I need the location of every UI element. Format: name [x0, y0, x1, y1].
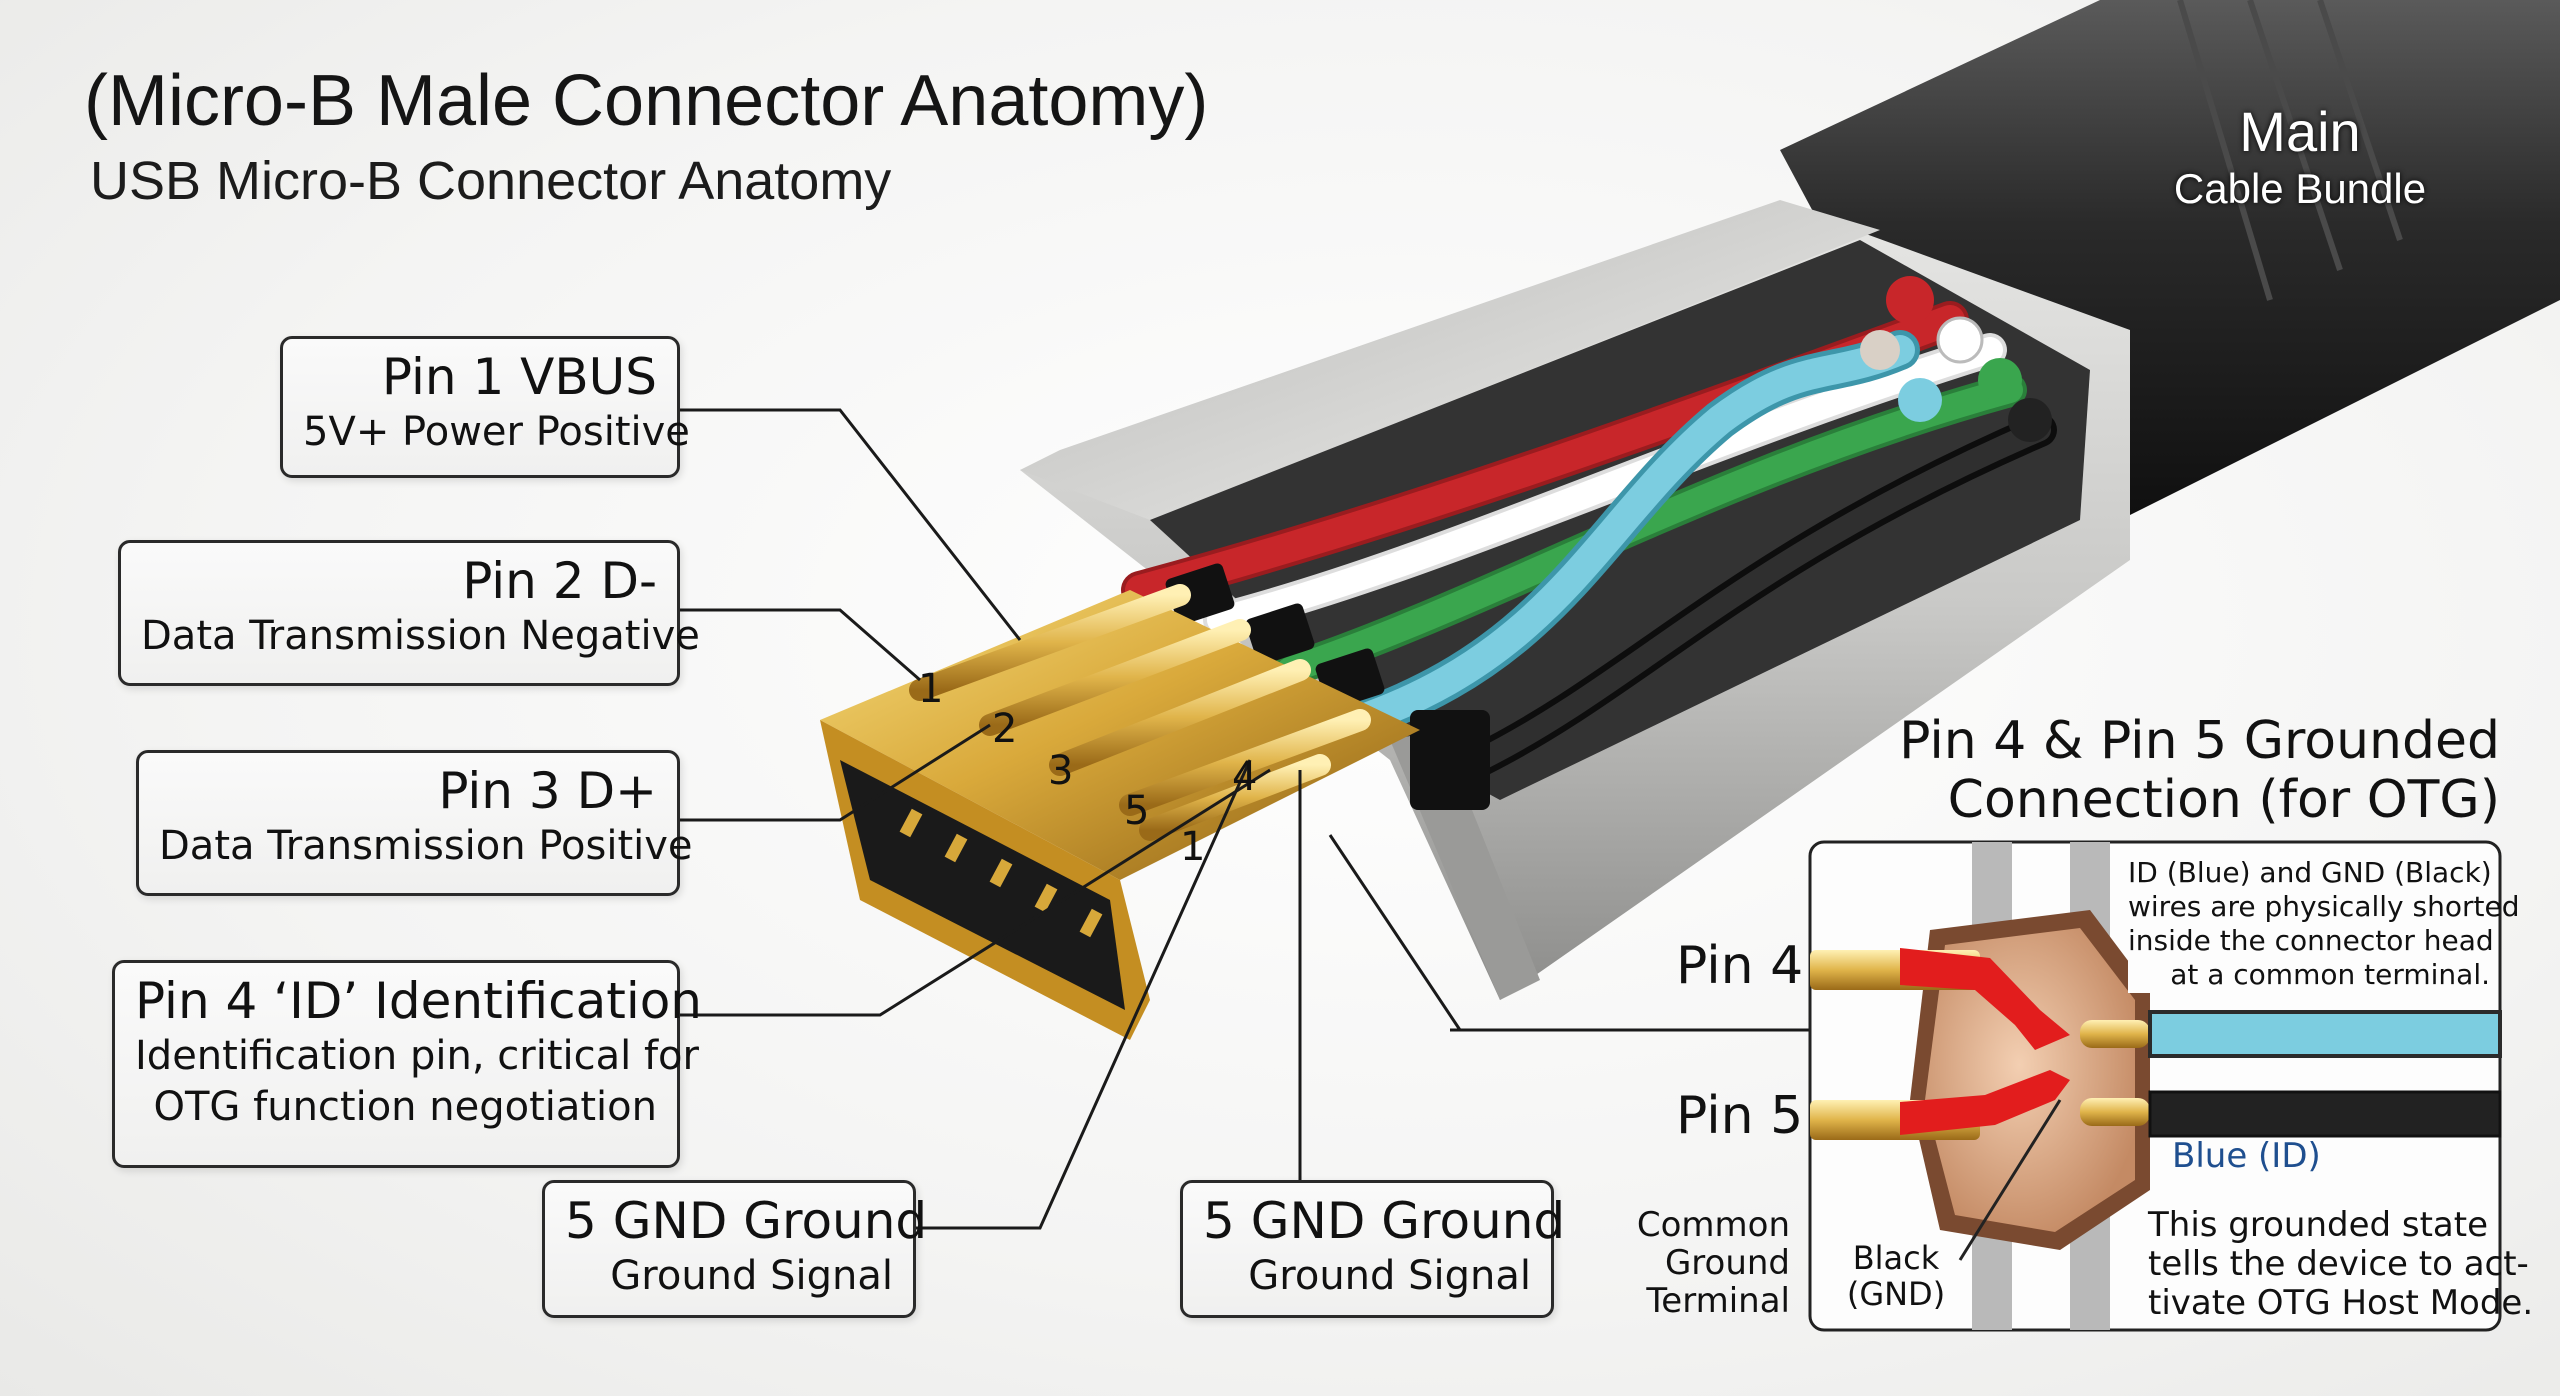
inset-pin5-label: Pin 5 [1676, 1086, 1804, 1146]
callout-sub-2: OTG function negotiation [153, 1084, 658, 1131]
cable-bundle-label: Main Cable Bundle [2160, 100, 2440, 215]
cable-label-line2: Cable Bundle [2173, 165, 2427, 213]
callout-heading: 5 GND Ground [1203, 1192, 1566, 1250]
internal-wires [1121, 301, 2057, 777]
common-ground-label: Common Ground Terminal [1618, 1206, 1790, 1320]
common-ground-line2: Ground [1664, 1243, 1790, 1284]
callout-sub: Ground Signal [610, 1253, 893, 1299]
otg-note-line3: inside the connector head [2128, 924, 2494, 958]
callout-heading: Pin 1 VBUS [381, 348, 657, 406]
callout-sub: 5V+ Power Positive [303, 409, 690, 455]
blue-id-label: Blue (ID) [2172, 1136, 2321, 1176]
otg-note-line4: at a common terminal. [2170, 958, 2490, 992]
pin-number-4: 4 [1232, 754, 1258, 800]
otg-note-line1: ID (Blue) and GND (Black) [2128, 856, 2492, 889]
pin-number-1: 1 [918, 666, 944, 712]
otg-state-line3: tivate OTG Host Mode. [2148, 1282, 2534, 1323]
callout-pin3-dplus: Pin 3 D+ Data Transmission Positive [136, 750, 693, 896]
callout-sub: Ground Signal [1248, 1253, 1531, 1299]
callout-pin1-vbus: Pin 1 VBUS 5V+ Power Positive [280, 336, 690, 478]
callout-sub: Identification pin, critical for [135, 1033, 699, 1079]
black-gnd-label: Black (GND) [1836, 1240, 1956, 1313]
otg-title-line2: Connection (for OTG) [1947, 769, 2500, 830]
otg-state-line2: tells the device to act- [2148, 1243, 2529, 1284]
common-ground-line3: Terminal [1646, 1281, 1790, 1322]
pin-number-3: 3 [1048, 748, 1074, 794]
pin-number-2: 2 [992, 706, 1018, 752]
otg-note-line2: wires are physically shorted [2128, 890, 2520, 924]
cable-label-line1: Main [2239, 100, 2361, 163]
otg-state-note: This grounded state tells the device to … [2148, 1205, 2534, 1323]
callout-heading: Pin 4 ‘ID’ Identification [135, 972, 702, 1030]
callout-sub: Data Transmission Negative [141, 613, 700, 659]
otg-title: Pin 4 & Pin 5 Grounded Connection (for O… [1880, 712, 2500, 830]
pin-number-5: 5 [1124, 788, 1150, 834]
solder-joints [1165, 563, 1490, 810]
page-title: (Micro-B Male Connector Anatomy) [84, 61, 1209, 141]
inset-pin4-label: Pin 4 [1676, 936, 1804, 996]
strain-relief-ribs [2177, 0, 2403, 301]
page-subtitle: USB Micro-B Connector Anatomy [90, 151, 892, 211]
wire-bundle-ends [1860, 276, 2052, 442]
callout-sub: Data Transmission Positive [159, 823, 693, 869]
plug-contacts [899, 808, 1103, 938]
black-gnd-line1: Black [1852, 1239, 1940, 1277]
otg-state-line1: This grounded state [2148, 1205, 2489, 1245]
common-ground-line1: Common [1636, 1205, 1790, 1245]
callout-pin4-id: Pin 4 ‘ID’ Identification Identification… [112, 960, 702, 1168]
callout-heading: Pin 2 D- [462, 552, 657, 610]
otg-title-line1: Pin 4 & Pin 5 Grounded [1899, 711, 2500, 771]
pin-fingers [909, 584, 1371, 841]
callout-pin2-dminus: Pin 2 D- Data Transmission Negative [118, 540, 700, 686]
callout-heading: Pin 3 D+ [438, 762, 657, 820]
callout-heading: 5 GND Ground [565, 1192, 928, 1250]
leader-lines [680, 408, 1810, 1230]
callout-gnd-left: 5 GND Ground Ground Signal [542, 1180, 928, 1318]
metal-shell-top [1020, 200, 1880, 520]
black-gnd-line2: (GND) [1846, 1275, 1946, 1314]
otg-note: ID (Blue) and GND (Black) wires are phys… [2128, 856, 2520, 993]
callout-gnd-right: 5 GND Ground Ground Signal [1180, 1180, 1566, 1318]
pin-number-1-lower: 1 [1180, 824, 1206, 870]
